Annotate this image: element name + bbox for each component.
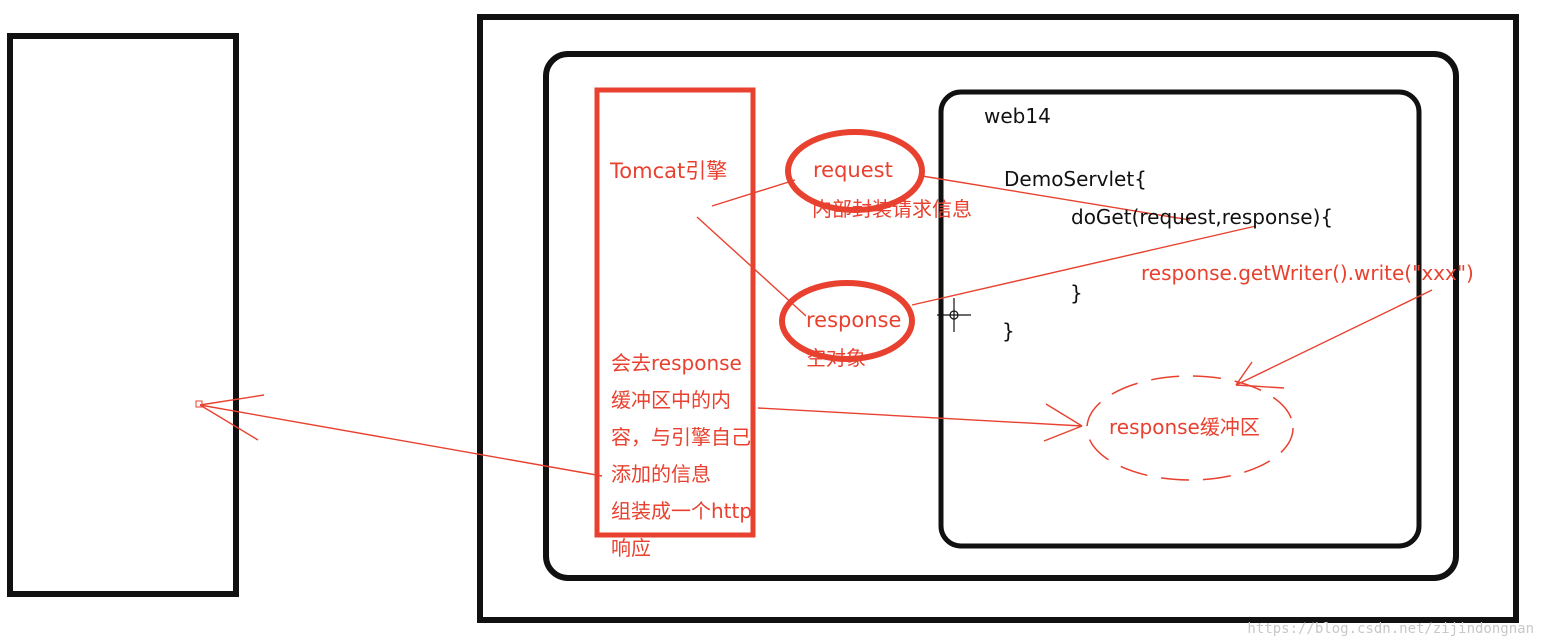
server-box [477, 14, 1519, 623]
response-buffer-label: response缓冲区 [1109, 415, 1260, 439]
request-ellipse [785, 129, 925, 213]
engine-to-response-line [696, 216, 807, 317]
tomcat-container [543, 51, 1459, 581]
browser-box [7, 33, 239, 597]
request-note: 内部封装请求信息 [812, 197, 972, 221]
method-close-brace: } [1070, 281, 1083, 305]
engine-note-line: 容，与引擎自己 [611, 425, 751, 449]
buffer-arrowhead-2 [1043, 425, 1083, 442]
web-app-box [938, 89, 1422, 549]
engine-note-line: 组装成一个http [611, 499, 753, 523]
write-call-label: response.getWriter().write("xxx") [1141, 261, 1474, 285]
engine-to-request-line [711, 179, 796, 207]
class-close-brace: } [1002, 319, 1015, 343]
write-arrowhead-2 [1235, 384, 1285, 389]
response-ellipse [779, 280, 915, 362]
tomcat-engine-label: Tomcat引擎 [610, 159, 728, 183]
engine-to-browser-arrow [199, 404, 603, 477]
write-arrowhead-1 [1235, 361, 1253, 386]
buffer-ellipse [1086, 375, 1294, 481]
engine-to-buffer-arrow [757, 407, 1083, 427]
engine-note-line: 响应 [611, 536, 651, 560]
arrow-endpoint-marker [195, 400, 203, 408]
browser-arrowhead-1 [199, 394, 265, 406]
request-label: request [813, 158, 893, 182]
response-label: response [806, 308, 902, 332]
engine-note-line: 会去response [611, 351, 742, 375]
tomcat-engine-box [594, 87, 756, 538]
engine-note-line: 缓冲区中的内 [611, 388, 731, 412]
response-to-doget-line [911, 225, 1257, 306]
browser-arrowhead-2 [199, 404, 259, 441]
engine-note-line: 添加的信息 [611, 462, 711, 486]
write-to-buffer-arrow [1235, 289, 1433, 386]
doget-method-label: doGet(request,response){ [1071, 205, 1334, 229]
engine-note: 会去response 缓冲区中的内 容，与引擎自己 添加的信息 组装成一个htt… [611, 345, 752, 567]
servlet-class-label: DemoServlet{ [1004, 167, 1147, 191]
web-app-label: web14 [984, 104, 1051, 128]
buffer-arrowhead-1 [1045, 403, 1083, 427]
watermark-text: https://blog.csdn.net/zijindongnan [1247, 621, 1534, 637]
request-to-doget-line [921, 175, 1191, 221]
response-note: 空对象 [806, 346, 866, 370]
crosshair-cursor-icon [937, 298, 971, 332]
